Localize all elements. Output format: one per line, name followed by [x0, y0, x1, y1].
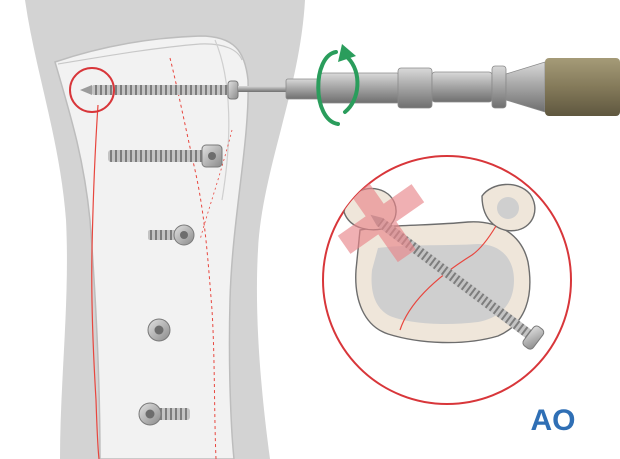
- fracture-line-secondary: [169, 57, 217, 459]
- fracture-line-tertiary: [199, 129, 233, 241]
- bone-shaft: [54, 35, 249, 459]
- plate-screw-2: [148, 224, 195, 246]
- medullary-cavity: [371, 244, 514, 324]
- red-x-mark-icon: [337, 175, 425, 263]
- inset-oblique-screw: [370, 214, 545, 350]
- ao-logo: AO: [531, 404, 576, 437]
- plate-screw-1: [108, 144, 223, 168]
- plate-screw-4: [138, 402, 190, 426]
- tip-highlight-circle: [69, 67, 115, 113]
- screwdriver[interactable]: [238, 58, 620, 116]
- bone-articular-rim: [57, 43, 243, 65]
- fibula-cavity: [497, 197, 519, 219]
- clockwise-rotation-arrow-icon: [316, 44, 360, 126]
- inset-fracture-line: [399, 225, 497, 331]
- lag-screw-proximal: [80, 80, 239, 100]
- screwdriver-handle[interactable]: [545, 58, 620, 116]
- fracture-line-primary: [91, 104, 100, 459]
- cross-section-inset: [322, 155, 572, 405]
- bone-cortex-line: [214, 39, 230, 201]
- plate-screw-3: [147, 318, 171, 342]
